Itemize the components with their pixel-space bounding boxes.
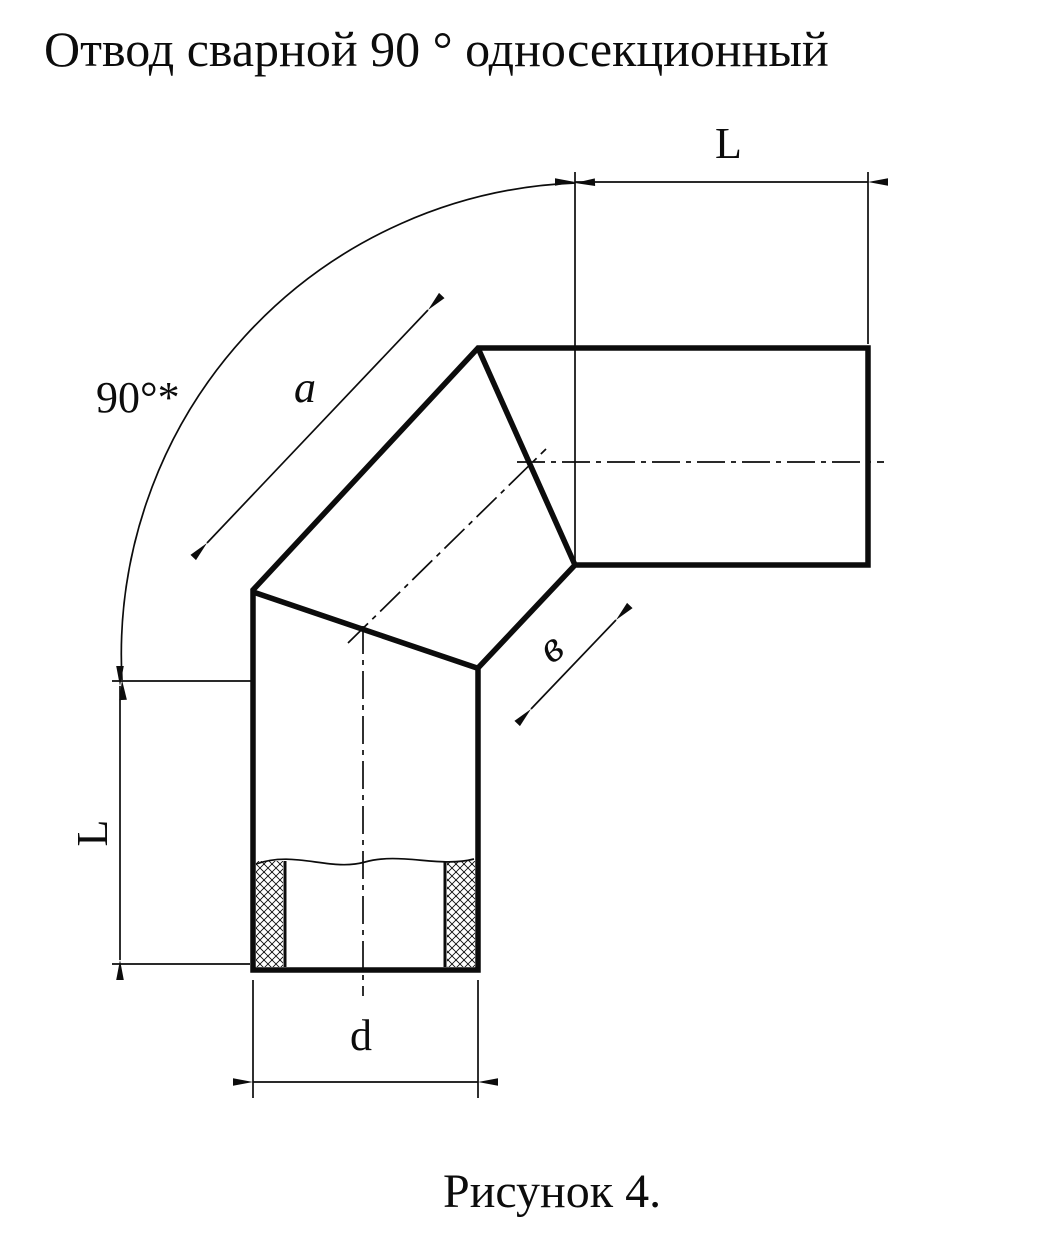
dim-line-seam-width bbox=[514, 602, 633, 727]
page-title: Отвод сварной 90 ° односекционный bbox=[44, 21, 829, 77]
label-left-L: L bbox=[68, 820, 117, 847]
label-angle: 90°* bbox=[96, 373, 180, 422]
figure-caption: Рисунок 4. bbox=[443, 1165, 662, 1218]
label-d: d bbox=[350, 1011, 372, 1060]
break-line bbox=[255, 857, 475, 866]
label-seam-width: в bbox=[528, 622, 572, 673]
wall-hatch-left bbox=[256, 861, 283, 967]
wall-hatch-right bbox=[447, 861, 475, 967]
dim-line-a bbox=[190, 292, 445, 561]
label-a: a bbox=[294, 363, 316, 412]
label-top-L: L bbox=[715, 119, 742, 168]
